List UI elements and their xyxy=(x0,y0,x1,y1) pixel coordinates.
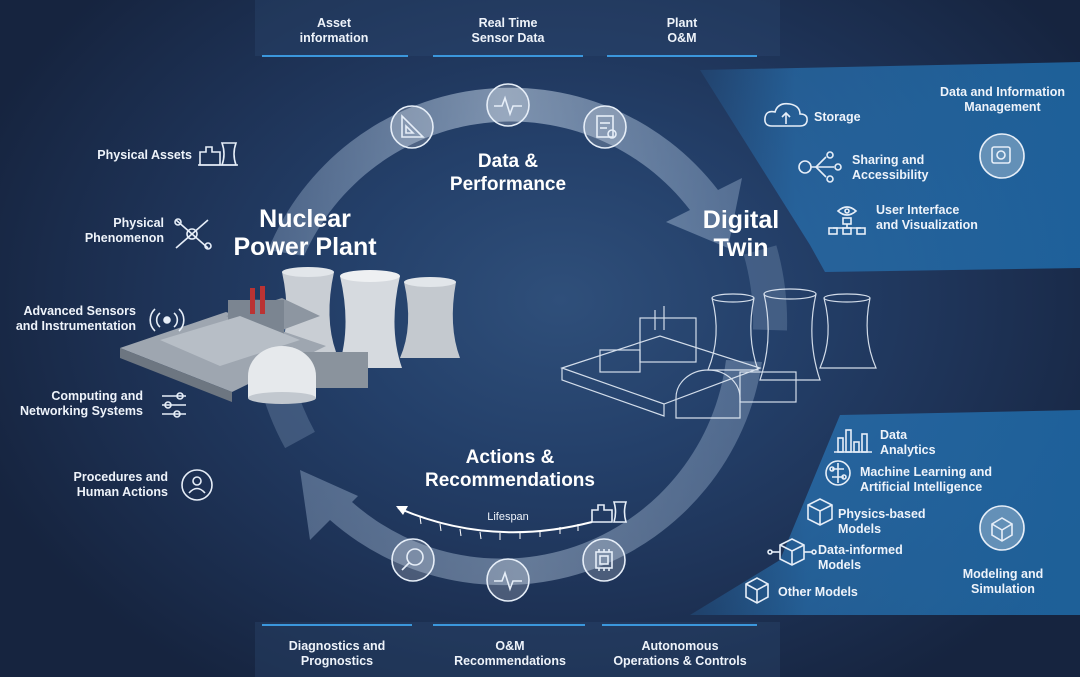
modeling-panel xyxy=(690,410,1080,615)
processor-chip-icon xyxy=(582,538,626,582)
bottom-header-band xyxy=(255,622,780,677)
data-management-title: Data and Information Management xyxy=(939,85,1065,114)
nuclear-plant-illustration xyxy=(120,267,460,404)
item-physics-models: Physics-based Models xyxy=(838,507,926,536)
cube-other-icon xyxy=(745,577,769,604)
nuclear-plant-title: Nuclear Power Plant xyxy=(233,205,377,261)
data-performance-label: Data & Performance xyxy=(449,151,567,195)
actions-recommendations-label: Actions & Recommendations xyxy=(425,447,595,491)
item-sharing-accessibility: Sharing and Accessibility xyxy=(852,153,929,182)
cycle-arc-right xyxy=(743,245,788,331)
item-computing-networking: Computing and Networking Systems xyxy=(20,389,143,418)
bar-chart-icon xyxy=(834,429,872,453)
data-management-panel xyxy=(700,62,1080,272)
cycle-arrow-top xyxy=(268,87,742,257)
clipboard-check-icon xyxy=(583,105,627,149)
bottom-label-om-recommendations: O&M Recommendations xyxy=(454,639,566,668)
pulse-recommendation-icon xyxy=(486,558,530,602)
item-machine-learning: Machine Learning and Artificial Intellig… xyxy=(860,465,992,494)
sensor-waves-icon xyxy=(149,308,185,332)
digital-twin-illustration xyxy=(560,288,877,419)
physical-assets-icon xyxy=(198,142,238,166)
digital-twin-title: Digital Twin xyxy=(702,206,780,262)
cycle-arrow-bottom xyxy=(300,360,762,586)
cloud-storage-icon xyxy=(764,102,808,127)
item-other-models: Other Models xyxy=(778,585,858,599)
top-label-plant-om: Plant O&M xyxy=(666,16,698,45)
top-label-sensor-data: Real Time Sensor Data xyxy=(471,16,545,45)
top-label-asset-information: Asset information xyxy=(299,16,369,45)
item-data-informed-models: Data-informed Models xyxy=(818,543,903,572)
lifespan-label: Lifespan xyxy=(487,511,529,523)
sharing-nodes-icon xyxy=(798,151,842,183)
magnifier-icon xyxy=(391,538,435,582)
lifespan-plant-icon xyxy=(591,501,628,523)
cube-network-icon xyxy=(767,538,817,566)
human-actions-icon xyxy=(181,469,213,501)
item-advanced-sensors: Advanced Sensors and Instrumentation xyxy=(15,304,136,333)
modeling-simulation-icon xyxy=(979,505,1025,551)
item-user-interface: User Interface and Visualization xyxy=(876,203,978,232)
bottom-label-autonomous: Autonomous Operations & Controls xyxy=(613,639,747,668)
bottom-label-diagnostics: Diagnostics and Prognostics xyxy=(288,639,386,668)
brain-ai-icon xyxy=(825,460,851,486)
top-header-band xyxy=(255,0,780,57)
visualization-hierarchy-icon xyxy=(828,206,866,235)
network-sliders-icon xyxy=(162,392,186,418)
lifespan-arc xyxy=(396,506,593,540)
physical-phenomenon-icon xyxy=(174,218,212,250)
item-data-analytics: Data Analytics xyxy=(880,428,936,457)
modeling-simulation-title: Modeling and Simulation xyxy=(962,567,1044,596)
item-physical-phenomenon: Physical Phenomenon xyxy=(84,216,164,245)
item-physical-assets: Physical Assets xyxy=(97,148,192,162)
pulse-monitor-icon xyxy=(486,83,530,127)
ruler-triangle-icon xyxy=(390,105,434,149)
data-management-icon xyxy=(979,133,1025,179)
cube-physics-icon xyxy=(807,498,833,526)
item-procedures-human-actions: Procedures and Human Actions xyxy=(73,470,168,499)
item-storage: Storage xyxy=(814,110,861,124)
